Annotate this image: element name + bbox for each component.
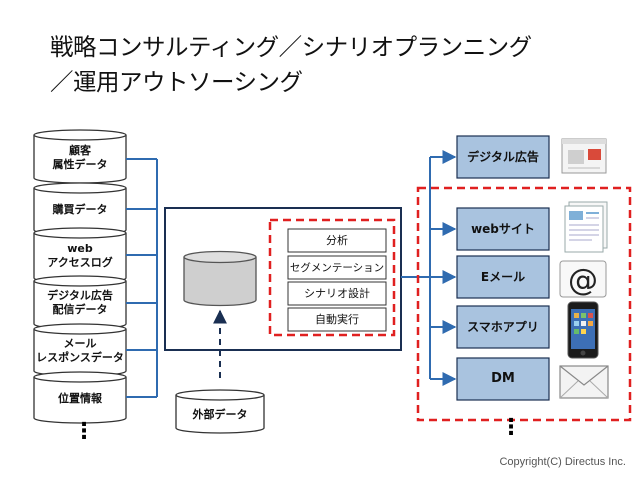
source-more-ellipsis: ⋮ [73,419,95,444]
source-label-customer: 顧客 属性データ [52,144,108,171]
channel-label-website: webサイト [471,222,535,236]
source-cylinder-mail [33,323,127,377]
source-label-adlog: デジタル広告 配信データ [47,289,113,316]
channel-more-ellipsis: ⋮ [500,415,522,440]
source-label-location: 位置情報 [58,392,102,405]
source-cylinders [33,129,127,424]
external-data-label: 外部データ [192,408,248,421]
central-database [183,250,257,307]
channel-label-email: Eメール [480,270,526,284]
svg-text:@: @ [568,263,598,298]
source-label-purchase: 購買データ [52,203,108,216]
source-cylinder-location [33,371,127,424]
document-icon [564,201,608,253]
source-cylinder-customer [33,129,127,184]
source-cylinder-weblog [33,227,127,284]
source-connectors [126,158,158,398]
analysis-boxes [287,228,387,332]
envelope-icon [559,365,609,399]
external-data-cylinder [175,389,265,434]
channel-boxes [456,135,550,401]
channel-label-app: スマホアプリ [467,320,539,334]
page-title-line1: 戦略コンサルティング／シナリオプランニング [50,33,532,61]
web-ad-icon [561,138,607,174]
output-arrows [430,150,457,386]
channel-label-dm: DM [491,371,515,386]
page-title-line2: ／運用アウトソーシング [50,68,303,96]
analysis-label-segmentation: セグメンテーション [289,261,385,274]
copyright-text: Copyright(C) Directus Inc. [499,456,626,468]
analysis-dashed-frame [268,218,396,337]
channel-label-digital-ad: デジタル広告 [467,150,539,164]
source-label-weblog: web アクセスログ [47,242,113,269]
smartphone-icon [567,301,599,359]
channel-dashed-frame [416,186,632,422]
source-cylinder-adlog [33,275,127,330]
analysis-label-analysis: 分析 [326,233,348,247]
analysis-label-automation: 自動実行 [315,312,359,326]
at-sign-icon: @ [559,260,607,298]
source-label-mail: メール レスポンスデータ [36,337,124,364]
analysis-label-scenario: シナリオ設計 [304,286,370,300]
